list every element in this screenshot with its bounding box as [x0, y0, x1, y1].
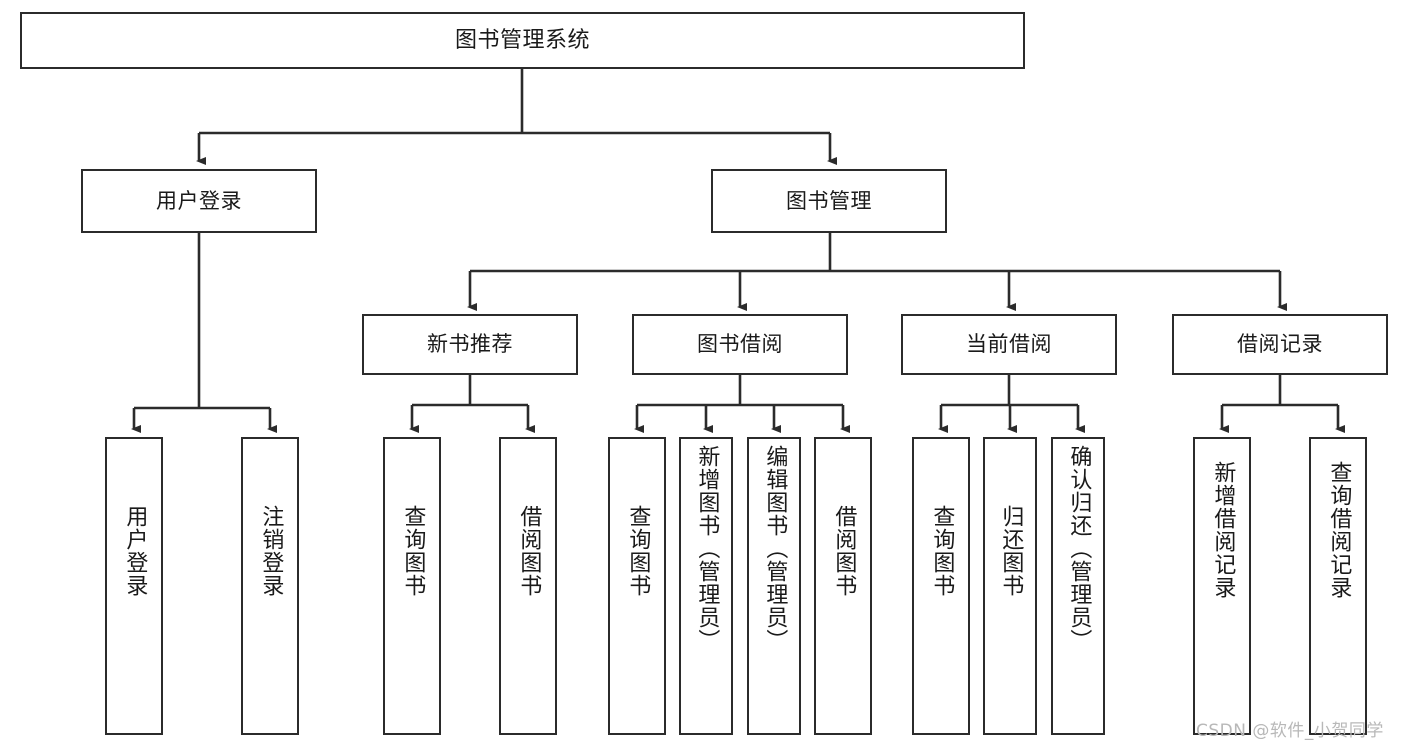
leaf-user-login-1[interactable]: 用户登录 — [105, 437, 163, 735]
leaf-borrow-record-1[interactable]: 新增借阅记录 — [1193, 437, 1251, 735]
node-new-book-recommend[interactable]: 新书推荐 — [362, 314, 578, 375]
leaf-new-book-2[interactable]: 借阅图书 — [499, 437, 557, 735]
leaf-user-login-1-label: 用户登录 — [122, 505, 148, 597]
leaf-book-borrow-2-label: 新增图书（管理员） — [694, 445, 720, 652]
leaf-current-borrow-1-label: 查询图书 — [929, 505, 955, 597]
node-new-book-recommend-label: 新书推荐 — [427, 332, 513, 357]
node-book-manage[interactable]: 图书管理 — [711, 169, 947, 233]
leaf-user-login-2-label: 注销登录 — [258, 505, 284, 597]
node-borrow-record-label: 借阅记录 — [1237, 332, 1323, 357]
leaf-current-borrow-2-label: 归还图书 — [998, 505, 1024, 597]
csdn-watermark: CSDN @软件_小贺同学 — [1196, 721, 1384, 741]
node-root[interactable]: 图书管理系统 — [20, 12, 1025, 69]
leaf-current-borrow-3-label: 确认归还（管理员） — [1066, 445, 1092, 652]
leaf-current-borrow-3[interactable]: 确认归还（管理员） — [1051, 437, 1105, 735]
leaf-new-book-1[interactable]: 查询图书 — [383, 437, 441, 735]
leaf-borrow-record-1-label: 新增借阅记录 — [1210, 461, 1236, 599]
leaf-book-borrow-4-label: 借阅图书 — [831, 505, 857, 597]
leaf-book-borrow-2[interactable]: 新增图书（管理员） — [679, 437, 733, 735]
node-book-borrow-label: 图书借阅 — [697, 332, 783, 357]
node-book-manage-label: 图书管理 — [786, 188, 872, 213]
node-current-borrow-label: 当前借阅 — [966, 332, 1052, 357]
leaf-new-book-1-label: 查询图书 — [400, 505, 426, 597]
leaf-book-borrow-1[interactable]: 查询图书 — [608, 437, 666, 735]
node-current-borrow[interactable]: 当前借阅 — [901, 314, 1117, 375]
leaf-borrow-record-2[interactable]: 查询借阅记录 — [1309, 437, 1367, 735]
node-user-login[interactable]: 用户登录 — [81, 169, 317, 233]
leaf-borrow-record-2-label: 查询借阅记录 — [1326, 461, 1352, 599]
node-root-label: 图书管理系统 — [454, 27, 590, 53]
node-borrow-record[interactable]: 借阅记录 — [1172, 314, 1388, 375]
leaf-current-borrow-1[interactable]: 查询图书 — [912, 437, 970, 735]
leaf-book-borrow-3-label: 编辑图书（管理员） — [762, 445, 788, 652]
node-user-login-label: 用户登录 — [156, 188, 242, 213]
leaf-current-borrow-2[interactable]: 归还图书 — [983, 437, 1037, 735]
leaf-new-book-2-label: 借阅图书 — [516, 505, 542, 597]
node-book-borrow[interactable]: 图书借阅 — [632, 314, 848, 375]
leaf-book-borrow-3[interactable]: 编辑图书（管理员） — [747, 437, 801, 735]
leaf-user-login-2[interactable]: 注销登录 — [241, 437, 299, 735]
leaf-book-borrow-1-label: 查询图书 — [625, 505, 651, 597]
leaf-book-borrow-4[interactable]: 借阅图书 — [814, 437, 872, 735]
